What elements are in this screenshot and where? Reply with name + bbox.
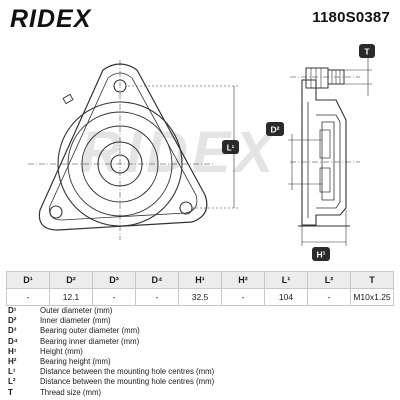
legend-item: D¹ Outer diameter (mm) [8, 306, 388, 316]
spec-header-d2: D² [49, 271, 93, 289]
technical-drawing: RIDEX L¹ [28, 44, 375, 261]
logo-text: RIDEX [10, 5, 92, 33]
spec-value-d2: 12.1 [49, 288, 93, 306]
legend-item: H¹ Height (mm) [8, 347, 388, 357]
legend-symbol: L¹ [8, 367, 16, 377]
spec-table-value-row: - 12.1 - - 32.5 - 104 - M10x1.25 [6, 288, 394, 306]
legend-symbol: L² [8, 377, 16, 387]
watermark: RIDEX [80, 120, 277, 185]
legend-description: Bearing outer diameter (mm) [40, 326, 140, 336]
legend-description: Bearing inner diameter (mm) [40, 336, 140, 346]
legend-symbol: T [8, 387, 13, 397]
side-view [298, 67, 350, 227]
mounting-hole-right [179, 201, 193, 215]
legend-description: Outer diameter (mm) [40, 306, 113, 315]
legend-item: T Thread size (mm) [8, 388, 388, 398]
d2-dimension [288, 134, 322, 190]
spec-table: D¹ D² D³ D⁴ H¹ H² L¹ L² T - 12.1 - - 32.… [6, 271, 394, 306]
legend-symbol: H² [8, 356, 17, 366]
legend-description: Height (mm) [40, 346, 83, 356]
legend-description: Distance between the mounting hole centr… [40, 377, 215, 387]
spec-value-l1: 104 [264, 288, 308, 306]
spec-value-d3: - [92, 288, 136, 306]
legend-item: L² Distance between the mounting hole ce… [8, 377, 388, 387]
l1-callout: L¹ [227, 144, 235, 153]
mount-plate-outline [38, 63, 208, 231]
mounting-hole-left [49, 205, 63, 219]
h1-callout: H¹ [317, 250, 326, 260]
dimension-legend: D¹ Outer diameter (mm) D² Inner diameter… [8, 306, 388, 398]
legend-symbol: H¹ [8, 346, 17, 356]
part-number: 1180S0387 [312, 9, 390, 26]
legend-item: H² Bearing height (mm) [8, 357, 388, 367]
spec-value-t: M10x1.25 [350, 288, 394, 306]
spec-header-l1: L¹ [264, 271, 308, 289]
header: RIDEX 1180S0387 [0, 0, 400, 36]
spec-header-d1: D¹ [6, 271, 50, 289]
t-dimension [344, 58, 372, 96]
brand-logo: RIDEX [10, 5, 126, 33]
legend-item: D⁴ Bearing inner diameter (mm) [8, 337, 388, 347]
spec-header-d4: D⁴ [135, 271, 179, 289]
spec-value-d4: - [135, 288, 179, 306]
legend-symbol: D⁴ [8, 336, 18, 346]
spec-table-header-row: D¹ D² D³ D⁴ H¹ H² L¹ L² T [6, 271, 394, 289]
spec-header-d3: D³ [92, 271, 136, 289]
h1-dimension [301, 210, 347, 246]
spec-value-d1: - [6, 288, 50, 306]
legend-description: Thread size (mm) [40, 387, 102, 397]
spec-value-h1: 32.5 [178, 288, 222, 306]
legend-symbol: D³ [8, 326, 17, 336]
spec-value-h2: - [221, 288, 265, 306]
legend-symbol: D² [8, 316, 17, 326]
t-callout: T [364, 47, 370, 57]
spec-header-h2: H² [221, 271, 265, 289]
spec-header-t: T [350, 271, 394, 289]
legend-item: D² Inner diameter (mm) [8, 316, 388, 326]
legend-description: Inner diameter (mm) [40, 316, 111, 326]
legend-description: Distance between the mounting hole centr… [40, 367, 215, 377]
legend-description: Bearing height (mm) [40, 356, 111, 366]
legend-item: D³ Bearing outer diameter (mm) [8, 326, 388, 336]
legend-item: L¹ Distance between the mounting hole ce… [8, 367, 388, 377]
spec-header-l2: L² [307, 271, 351, 289]
spec-header-h1: H¹ [178, 271, 222, 289]
d2-callout: D² [271, 125, 280, 135]
legend-symbol: D¹ [8, 306, 17, 315]
spec-value-l2: - [307, 288, 351, 306]
